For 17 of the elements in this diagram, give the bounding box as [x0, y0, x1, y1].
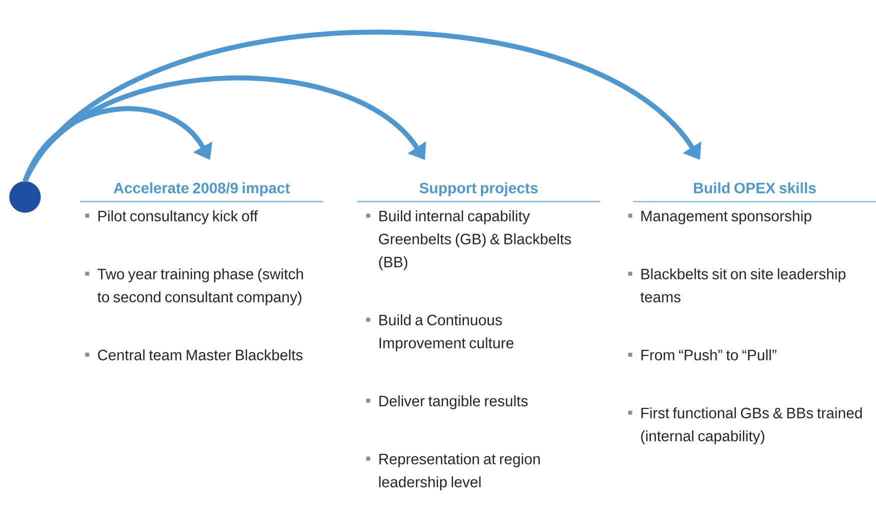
- column-heading: Build OPEX skills: [694, 182, 816, 194]
- start-dot: [9, 181, 41, 213]
- bullet-item: Representation at region leadership level: [366, 453, 540, 490]
- bullet-item: Build a Continuous Improvement culture: [366, 314, 514, 352]
- curved-arrow: [22, 76, 426, 183]
- bullet-item: Two year training phase (switch to second consultant company): [85, 268, 303, 306]
- bullet-item: Blackbelts sit on site leadership teams: [628, 268, 846, 302]
- bullet-item: First functional GBs & BBs trained (internal capability): [628, 407, 862, 444]
- bullet-item: Build internal capability Greenbelts (GB) & Blackbelts (BB): [366, 210, 572, 270]
- bullet-item: Central team Master Blackbelts: [85, 349, 303, 360]
- column-heading: Support projects: [420, 182, 538, 196]
- bullet-item: Deliver tangible results: [366, 395, 528, 410]
- curved-arrow: [22, 30, 702, 183]
- bullet-item: Pilot consultancy kick off: [85, 210, 258, 224]
- bullet-item: From “Push” to “Pull”: [628, 349, 776, 360]
- bullet-item: Management sponsorship: [628, 210, 812, 224]
- column-heading: Accelerate 2008/9 impact: [114, 182, 290, 196]
